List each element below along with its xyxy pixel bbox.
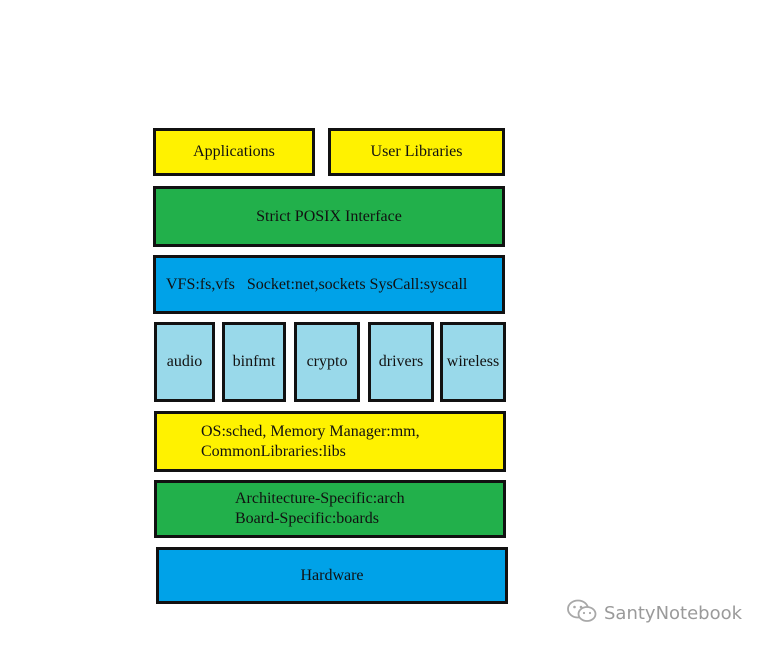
user-libraries-box: User Libraries <box>328 128 505 176</box>
watermark: SantyNotebook <box>566 598 742 629</box>
module-box-crypto: crypto <box>294 322 360 402</box>
module-box-wireless: wireless <box>440 322 506 402</box>
arch-layer-box: Architecture-Specific:arch Board-Specifi… <box>154 480 506 538</box>
vfs-socket-syscall-label: VFS:fs,vfs Socket:net,sockets SysCall:sy… <box>166 275 468 293</box>
module-box-audio: audio <box>154 322 215 402</box>
arch-layer-line-1: Architecture-Specific:arch <box>235 490 405 507</box>
wechat-icon <box>566 598 598 629</box>
watermark-text: SantyNotebook <box>604 603 743 624</box>
module-box-binfmt: binfmt <box>222 322 286 402</box>
vfs-socket-syscall-box: VFS:fs,vfs Socket:net,sockets SysCall:sy… <box>153 255 505 314</box>
user-libraries-label: User Libraries <box>370 143 463 160</box>
hardware-label: Hardware <box>300 566 364 584</box>
module-label-crypto: crypto <box>306 353 348 370</box>
module-label-wireless: wireless <box>446 353 500 370</box>
hardware-box: Hardware <box>156 547 508 604</box>
applications-box: Applications <box>153 128 315 176</box>
os-layer-box: OS:sched, Memory Manager:mm, CommonLibra… <box>154 411 506 472</box>
os-layer-line-2: CommonLibraries:libs <box>201 442 346 460</box>
module-label-drivers: drivers <box>378 353 424 370</box>
applications-label: Applications <box>193 143 275 160</box>
module-box-drivers: drivers <box>368 322 434 402</box>
posix-interface-label: Strict POSIX Interface <box>256 207 402 225</box>
module-label-audio: audio <box>166 353 203 370</box>
os-layer-line-1: OS:sched, Memory Manager:mm, <box>201 422 420 440</box>
arch-layer-line-2: Board-Specific:boards <box>235 510 379 527</box>
module-label-binfmt: binfmt <box>232 353 276 370</box>
posix-interface-box: Strict POSIX Interface <box>153 186 505 247</box>
